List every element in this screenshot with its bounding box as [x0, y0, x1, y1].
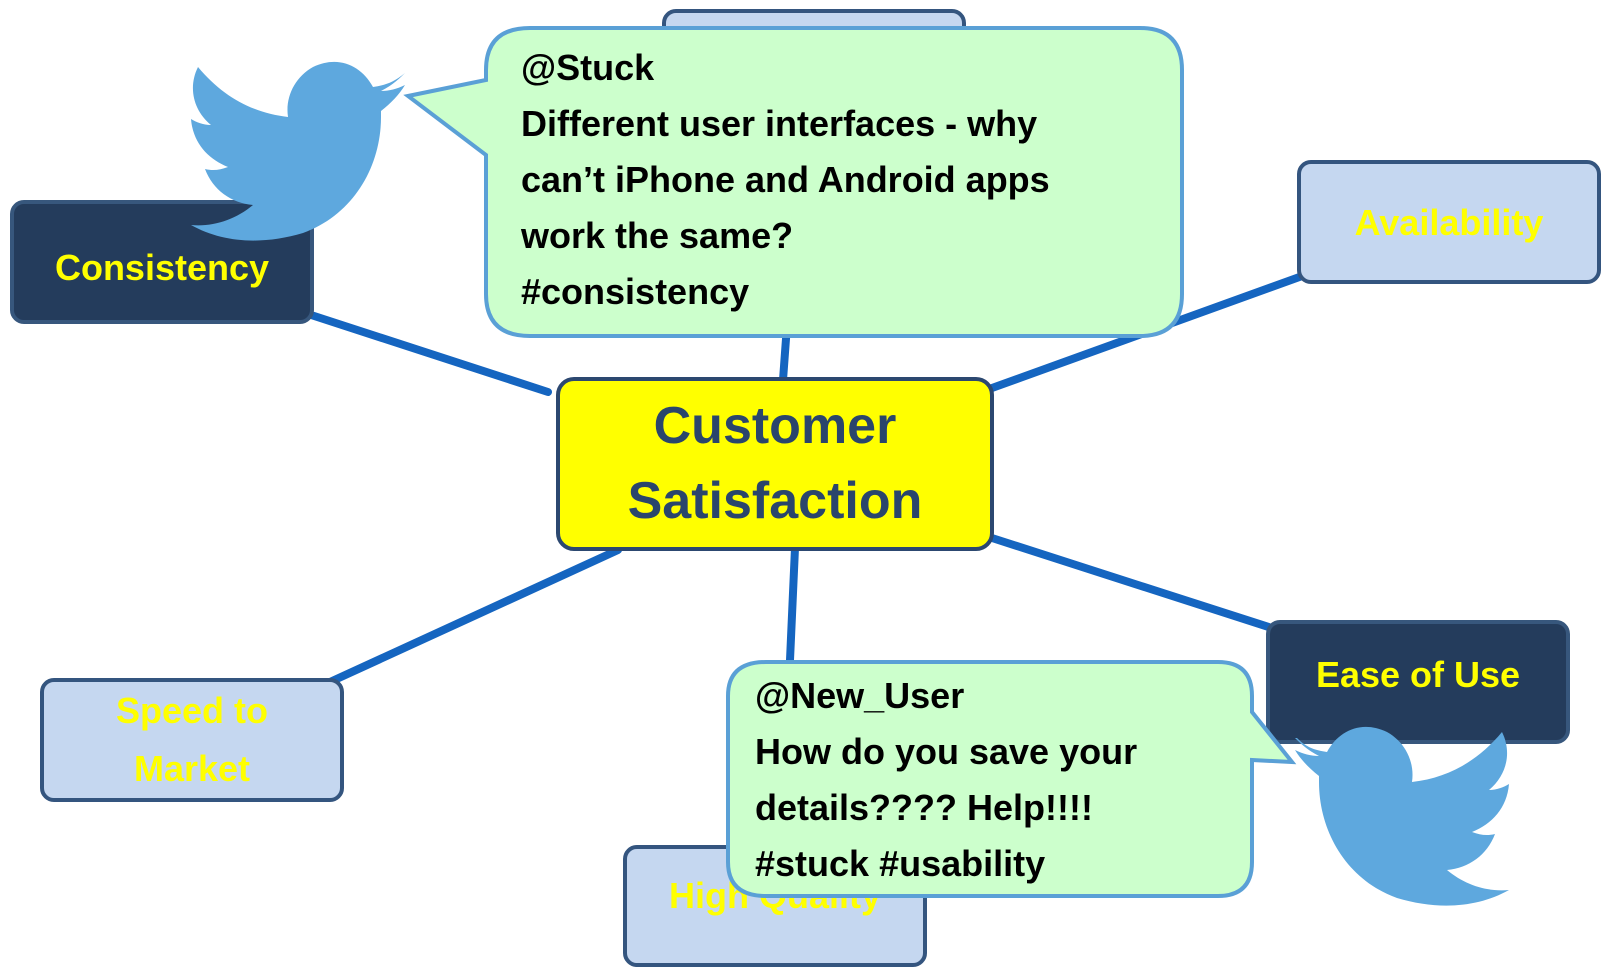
tweet-line: work the same? — [521, 215, 794, 256]
tweet-line: details???? Help!!!! — [755, 787, 1093, 828]
node-speed-to-market[interactable]: Speed to Market — [40, 678, 344, 802]
connector-consistency — [301, 309, 552, 396]
node-customer-satisfaction[interactable]: Customer Satisfaction — [556, 377, 994, 551]
connector-speed-to-market — [326, 546, 622, 686]
tweet-handle: @New_User — [755, 675, 965, 716]
tweet-line: #stuck #usability — [755, 843, 1046, 884]
node-ease-of-use-label: Ease of Use — [1315, 653, 1521, 695]
tweet-line: Different user interfaces - why — [521, 103, 1038, 144]
tweet-line: #consistency — [521, 271, 750, 312]
node-consistency-label: Consistency — [54, 246, 270, 288]
tweet-new-user: @New_User How do you save your details??… — [755, 668, 1137, 892]
twitter-bird-icon — [191, 61, 405, 241]
center-line1: Customer — [653, 396, 897, 455]
tweet-line: can’t iPhone and Android apps — [521, 159, 1050, 200]
connector-high-quality — [786, 544, 799, 664]
twitter-bird-icon — [1295, 726, 1509, 906]
center-line2: Satisfaction — [627, 472, 923, 530]
node-speed-to-market-line2: Market — [133, 748, 251, 789]
node-speed-to-market-line1: Speed to — [115, 690, 268, 731]
tweet-stuck: @Stuck Different user interfaces - why c… — [521, 40, 1050, 320]
node-availability-label: Availability — [1354, 201, 1544, 243]
node-ease-of-use[interactable]: Ease of Use — [1266, 620, 1570, 744]
tweet-bubble-stuck — [403, 26, 1184, 338]
tweet-bubble-new-user — [726, 660, 1297, 898]
tweet-line: How do you save your — [755, 731, 1138, 772]
node-availability[interactable]: Availability — [1297, 160, 1601, 284]
tweet-handle: @Stuck — [521, 47, 655, 88]
connector-ease-of-use — [988, 534, 1282, 634]
